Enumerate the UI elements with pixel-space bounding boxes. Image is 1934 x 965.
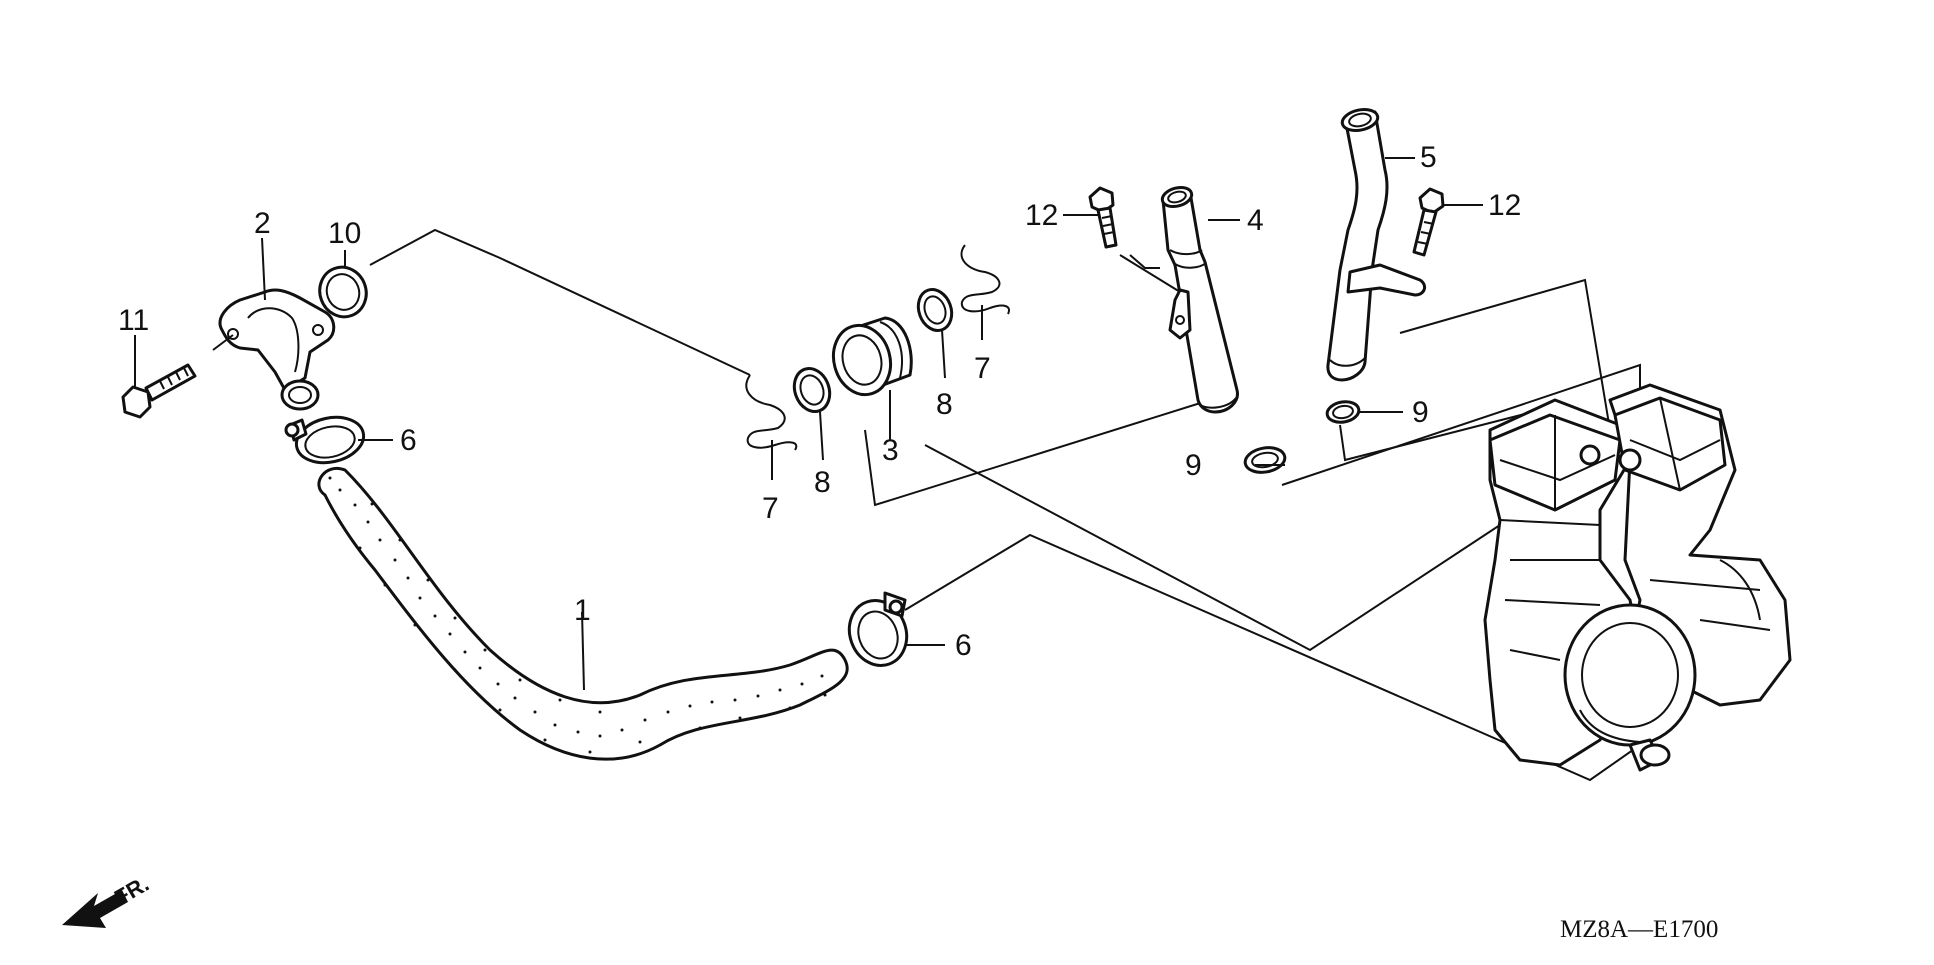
leader-lines — [134, 157, 1483, 691]
callout-9b: 9 — [1412, 396, 1429, 429]
hose-joint — [218, 288, 336, 411]
water-pipe-4 — [1160, 185, 1239, 414]
engine-silhouette — [1483, 383, 1792, 772]
hose-clamp-6b — [847, 591, 909, 667]
front-arrow-icon — [62, 890, 128, 928]
joint-collar-3 — [831, 316, 913, 397]
callout-8a: 8 — [814, 466, 831, 499]
clip-7a — [745, 374, 798, 451]
assembly-lines — [369, 228, 1641, 782]
water-pipe-5 — [1326, 108, 1427, 382]
hose-texture — [328, 476, 827, 754]
callout-12b: 12 — [1488, 189, 1521, 222]
callout-5: 5 — [1420, 141, 1437, 174]
callout-9a: 9 — [1185, 449, 1202, 482]
clip-7b — [960, 244, 1010, 315]
callout-3: 3 — [882, 434, 899, 467]
callout-labels: 1 2 3 4 5 6 6 7 7 8 8 9 9 10 11 12 12 — [118, 141, 1521, 662]
o-ring-9a — [1243, 446, 1287, 474]
bolt-12b — [1412, 187, 1445, 257]
front-arrow: FR. — [62, 871, 153, 928]
callout-4: 4 — [1247, 204, 1264, 237]
callout-1: 1 — [574, 594, 591, 627]
o-ring-9b — [1325, 400, 1361, 424]
callout-10: 10 — [328, 217, 361, 250]
callout-11: 11 — [118, 304, 149, 337]
callout-7a: 7 — [762, 492, 779, 525]
diagram-code: MZ8A—E1700 — [1560, 916, 1718, 943]
water-hose — [317, 466, 849, 761]
callout-6a: 6 — [400, 424, 417, 457]
o-ring-8b — [916, 288, 954, 332]
callout-2: 2 — [254, 207, 271, 240]
callout-8b: 8 — [936, 388, 953, 421]
o-ring-10 — [318, 265, 368, 319]
hose-clamp-6a — [284, 415, 366, 465]
callout-12a: 12 — [1025, 199, 1058, 232]
callout-6b: 6 — [955, 629, 972, 662]
flange-bolt-11 — [121, 363, 197, 419]
bolt-12a — [1088, 186, 1118, 249]
o-ring-8a — [792, 367, 832, 413]
callout-7b: 7 — [974, 352, 991, 385]
